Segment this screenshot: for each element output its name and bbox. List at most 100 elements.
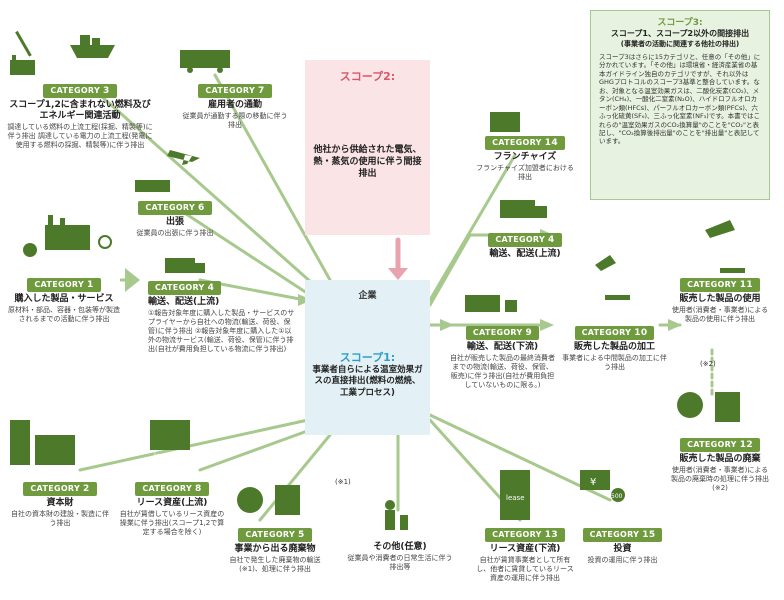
- category-desc: 事業者による中間製品の加工に伴う排出: [562, 353, 667, 371]
- tree-icon: [23, 243, 37, 257]
- other-desc: 従業員や消費者の日常生活に伴う排出等: [347, 553, 453, 571]
- category-desc: 原材料・部品、容器・包装等が製造されるまでの活動に伴う排出: [8, 305, 120, 323]
- building-icon: [10, 420, 75, 465]
- scope3-subtitle: (事業者の活動に関連する他社の排出): [620, 40, 740, 48]
- category-title: フランチャイズ: [493, 152, 557, 162]
- category-title: 輸送、配送(下流): [466, 342, 539, 352]
- category-title: 雇用者の通勤: [207, 100, 262, 110]
- people-icon: [385, 500, 395, 510]
- line-cat2: [78, 418, 310, 472]
- lease-text-2-icon: lease: [506, 494, 525, 502]
- ship-icon: [70, 35, 115, 58]
- category-title: 販売した製品の使用: [679, 294, 761, 304]
- category-desc: 自社が賃貸事業者として所有し、他者に賃貸しているリース資産の運用に伴う排出: [476, 555, 574, 582]
- category-desc: 使用者(消費者・事業者)による製品の使用に伴う排出: [671, 305, 769, 323]
- company-box: 企業 スコープ1: 事業者自らによる温室効果ガスの直接排出(燃料の燃焼、工業プロ…: [305, 280, 430, 435]
- car-icon: [135, 180, 170, 192]
- category-title: リース資産(下流): [489, 544, 561, 554]
- scope2-body: 他社から供給された電気、熱・蒸気の使用に伴う間接排出: [313, 145, 422, 180]
- category-desc: 従業員が通勤する際の移動に伴う排出: [182, 111, 288, 129]
- company-label: 企業: [358, 291, 377, 301]
- line-cat3: [98, 93, 314, 285]
- scope3-box: スコープ3: スコープ1、スコープ2以外の間接排出 (事業者の活動に関連する他社…: [590, 10, 770, 200]
- scope3-body: スコープ3はさらに15カテゴリと、任意の「その他」に分かれています。「その他」は…: [599, 53, 761, 146]
- shovel-icon: [15, 30, 32, 57]
- trash-bin-icon: [275, 485, 300, 515]
- category-desc: フランチャイズ加盟者における排出: [476, 163, 574, 181]
- category-desc: 自社が販売した製品の最終消費者までの物流(輸送、荷役、保管、販売)に伴う排出(自…: [450, 353, 555, 390]
- line-cat8: [198, 428, 312, 472]
- trash-bin-2-icon: [715, 392, 740, 422]
- lease-building-down-icon: [500, 470, 530, 520]
- line-cat7: [213, 73, 332, 282]
- category-desc: 従業員の出張に伴う排出: [136, 228, 214, 237]
- cart-icon: [10, 55, 35, 75]
- line-cat6: [178, 208, 312, 297]
- scope1-heading: スコープ1:: [339, 351, 396, 364]
- coin-icon: 500: [611, 493, 623, 500]
- category-title: 投資: [613, 544, 632, 554]
- trash-bag-icon: [237, 487, 263, 513]
- lease-text-icon: lease: [154, 452, 173, 460]
- note-1: (※1): [335, 478, 351, 486]
- category-title: スコープ1,2に含まれない燃料及びエネルギー関連活動: [9, 100, 151, 121]
- category-title: 出張: [165, 217, 184, 227]
- arrow-to-cat10: [540, 319, 554, 331]
- train-icon: [180, 50, 230, 68]
- note-2: (※2): [700, 360, 716, 368]
- line-cat4-down-a: [428, 233, 472, 307]
- arrow-to-cat9: [440, 319, 454, 331]
- lightbulb-icon: [98, 235, 112, 249]
- lease-building-icon: [150, 420, 190, 450]
- category-title: 輸送、配送(上流): [489, 249, 561, 259]
- factory-icon: [45, 215, 90, 250]
- category-title: 購入した製品・サービス: [14, 294, 114, 304]
- airplane-icon: [167, 150, 200, 165]
- category-desc: 調達している燃料の上流工程(採掘、精製等)に伴う排出 調達している電力の上流工程…: [7, 122, 153, 149]
- category-desc: 投資の運用に伴う排出: [587, 555, 658, 564]
- category-title: リース資産(上流): [136, 498, 208, 508]
- desk-lamp-icon: [705, 220, 745, 273]
- truck-cart-icon: [465, 295, 517, 312]
- category-desc: 自社で発生した廃棄物の輸送(※1)、処理に伴う排出: [229, 555, 321, 573]
- truck-icon: [165, 258, 205, 273]
- category-desc: 自社の資本財の建設・製造に伴う排出: [11, 509, 109, 527]
- store-icon: [490, 112, 520, 132]
- scope2-box: スコープ2: 他社から供給された電気、熱・蒸気の使用に伴う間接排出: [305, 60, 430, 235]
- category-title: 販売した製品の加工: [573, 342, 655, 352]
- category-title: 事業から出る廃棄物: [234, 544, 316, 554]
- category-desc: 自社が賃借しているリース資産の操業に伴う排出(スコープ1,2で算定する場合を除く…: [119, 509, 225, 536]
- lamp-icon: [595, 255, 630, 300]
- category-title: 資本財: [46, 498, 74, 508]
- scope2-heading: スコープ2:: [339, 70, 396, 83]
- money-icon: [580, 470, 610, 490]
- category-other: その他(任意) 従業員や消費者の日常生活に伴う排出等: [345, 540, 455, 572]
- scope3-heading: スコープ3:: [657, 18, 703, 28]
- category-desc: ①報告対象年度に購入した製品・サービスのサプライヤーから自社への物流(輸送、荷役…: [148, 308, 295, 354]
